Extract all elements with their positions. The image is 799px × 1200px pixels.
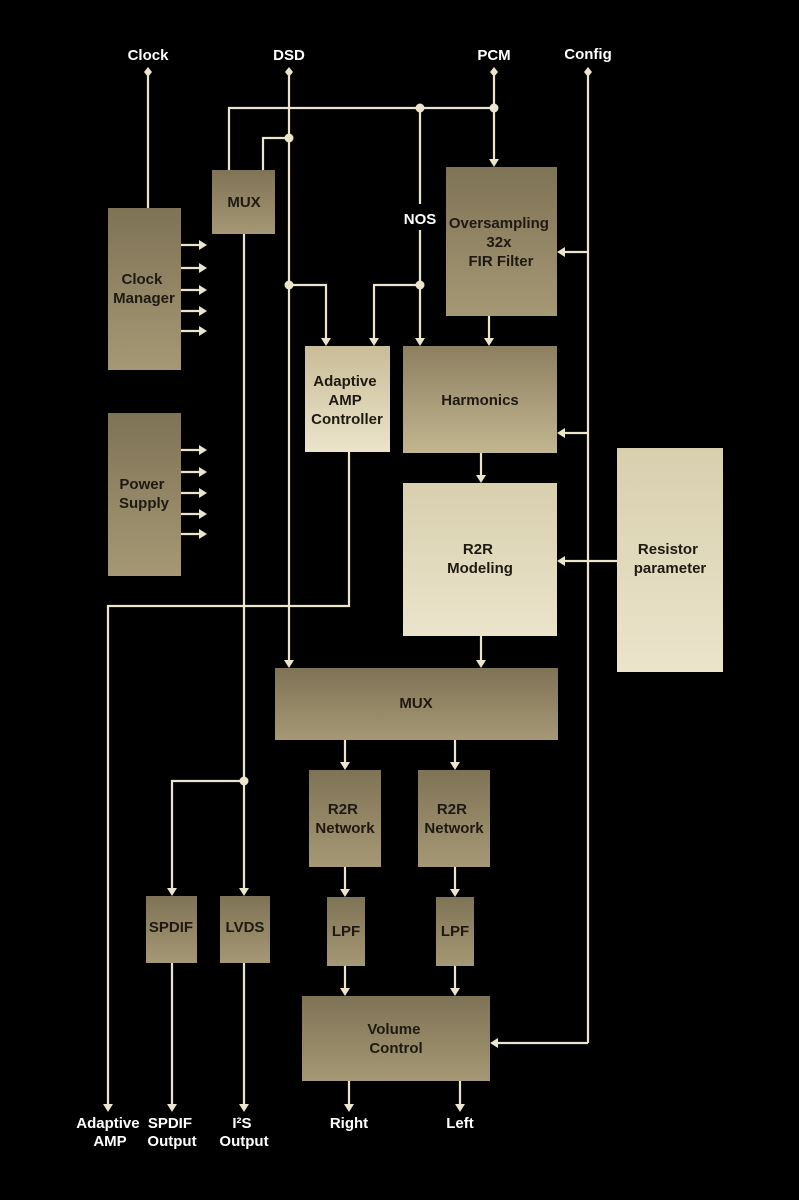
- oversampling-block: Oversampling 32x FIR Filter: [446, 167, 557, 316]
- dsd-input-diamond: [285, 67, 293, 77]
- volume-control-block: Volume Control: [302, 996, 490, 1081]
- svg-text:R2R Modeling: R2R Modeling: [447, 541, 513, 577]
- svg-text:LPF: LPF: [332, 923, 360, 940]
- r2r-modeling-block: R2R Modeling: [403, 483, 557, 636]
- mux-top-block: MUX: [212, 170, 275, 234]
- adaptive-amp-controller-block: Adaptive AMP Controller: [305, 346, 390, 452]
- pcm-input-label: PCM: [477, 47, 510, 64]
- svg-text:Harmonics: Harmonics: [441, 392, 519, 409]
- config-input-diamond: [584, 67, 592, 77]
- svg-text:Adaptive AMP Contr: Adaptive AMP Controller: [311, 373, 383, 428]
- input-labels: Clock DSD PCM Config: [128, 46, 612, 64]
- i2s-output-label: I²S Output: [219, 1115, 268, 1150]
- harmonics-block: Harmonics: [403, 346, 557, 453]
- svg-text:Oversampling 32x F: Oversampling 32x FIR Filter: [449, 215, 553, 270]
- config-input-label: Config: [564, 46, 611, 63]
- adaptive-amp-output-label: Adaptive AMP: [76, 1115, 144, 1150]
- spdif-output-label: SPDIF Output: [147, 1115, 196, 1150]
- svg-text:LPF: LPF: [441, 923, 469, 940]
- clock-manager-block: Clock Manager: [108, 208, 181, 370]
- pcm-input-diamond: [490, 67, 498, 77]
- svg-text:MUX: MUX: [227, 194, 260, 211]
- r2r-network-right-block: R2R Network: [418, 770, 490, 867]
- svg-text:R2R Network: R2R Network: [424, 801, 484, 837]
- svg-text:Resistor parameter: Resistor parameter: [634, 541, 707, 577]
- lpf-left-block: LPF: [327, 897, 365, 966]
- svg-text:Volume Control: Volume Control: [367, 1021, 424, 1057]
- dsd-input-label: DSD: [273, 47, 305, 64]
- svg-text:NOS: NOS: [404, 211, 437, 228]
- resistor-parameter-block: Resistor parameter: [617, 448, 723, 672]
- svg-text:SPDIF: SPDIF: [149, 919, 193, 936]
- left-output-label: Left: [446, 1115, 474, 1132]
- r2r-network-left-block: R2R Network: [309, 770, 381, 867]
- output-labels: Adaptive AMP SPDIF Output I²S Output Rig…: [76, 1115, 474, 1150]
- clock-input-diamond: [144, 67, 152, 77]
- lvds-block: LVDS: [220, 896, 270, 963]
- right-output-label: Right: [330, 1115, 368, 1132]
- lpf-right-block: LPF: [436, 897, 474, 966]
- power-supply-block: Power Supply: [108, 413, 181, 576]
- clock-input-label: Clock: [128, 47, 170, 64]
- svg-text:R2R Network: R2R Network: [315, 801, 375, 837]
- mux-bottom-block: MUX: [275, 668, 558, 740]
- arrowheads: [103, 67, 592, 1112]
- svg-text:Clock Manager: Clock Manager: [113, 271, 175, 307]
- svg-text:LVDS: LVDS: [226, 919, 265, 936]
- spdif-block: SPDIF: [146, 896, 197, 963]
- junction-dots: [239, 103, 499, 786]
- svg-text:MUX: MUX: [399, 695, 432, 712]
- nos-label: NOS: [404, 211, 437, 228]
- svg-text:Power Supply: Power Supply: [119, 476, 170, 512]
- wires: [106, 76, 617, 1104]
